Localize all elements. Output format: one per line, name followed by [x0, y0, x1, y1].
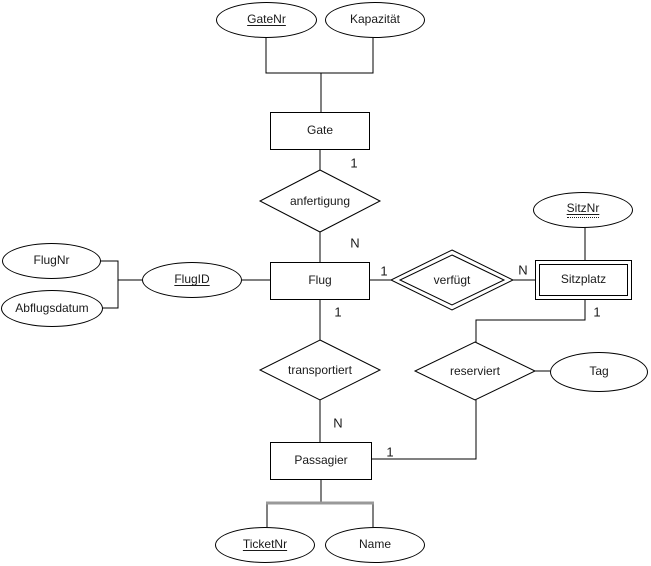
relationship-anfertigung-shape[interactable]: [258, 169, 382, 233]
connector-reserviert-passagier: [372, 400, 477, 460]
attribute-flugid[interactable]: FlugID: [142, 262, 242, 298]
attribute-name-label: Name: [358, 537, 391, 552]
relationship-transportiert-shape[interactable]: [258, 339, 382, 401]
cardinality-passagier-reserviert: 1: [386, 444, 394, 460]
entity-gate-label: Gate: [306, 123, 333, 138]
attribute-kapazitaet[interactable]: Kapazität: [325, 2, 425, 38]
connector-sitzplatz-reserviert: [475, 300, 586, 342]
cardinality-transportiert-passagier: N: [333, 415, 343, 431]
cardinality-flug-transportiert: 1: [334, 304, 342, 320]
attribute-gatenr-label: GateNr: [247, 12, 286, 27]
relationship-anfertigung-label: anfertigung: [289, 194, 351, 208]
entity-gate[interactable]: Gate: [270, 112, 370, 150]
entity-sitzplatz-inner-border: Sitzplatz: [539, 264, 628, 296]
attribute-gatenr[interactable]: GateNr: [216, 2, 317, 38]
attribute-ticketnr-label: TicketNr: [242, 537, 288, 552]
connector-flugnr-bracket: [100, 260, 119, 309]
connector-gate-attributes-bracket: [265, 38, 374, 74]
relationship-verfuegt-label: verfügt: [433, 273, 471, 287]
attribute-sitznr[interactable]: SitzNr: [533, 192, 633, 228]
relationship-transportiert-label: transportiert: [287, 363, 353, 377]
attribute-name[interactable]: Name: [325, 527, 425, 563]
cardinality-sitzplatz-reserviert: 1: [593, 304, 601, 320]
attribute-sitznr-label: SitzNr: [566, 202, 600, 218]
attribute-kapazitaet-label: Kapazität: [349, 12, 401, 27]
attribute-flugid-label: FlugID: [174, 272, 210, 287]
attribute-flugnr[interactable]: FlugNr: [2, 243, 101, 279]
entity-flug-label: Flug: [308, 273, 332, 288]
cardinality-flug-verfuegt: 1: [380, 263, 388, 279]
attribute-abflugsdatum[interactable]: Abflugsdatum: [1, 290, 103, 327]
attribute-tag[interactable]: Tag: [550, 352, 648, 392]
attribute-flugnr-label: FlugNr: [33, 253, 70, 268]
relationship-verfuegt-inner-shape: [398, 254, 506, 306]
entity-flug[interactable]: Flug: [270, 262, 370, 300]
cardinality-gate-anfertigung: 1: [350, 155, 358, 171]
relationship-reserviert-shape[interactable]: [413, 341, 537, 401]
entity-sitzplatz-label: Sitzplatz: [560, 272, 607, 287]
attribute-ticketnr[interactable]: TicketNr: [215, 527, 315, 563]
entity-sitzplatz[interactable]: Sitzplatz: [535, 260, 632, 300]
cardinality-verfuegt-sitzplatz: N: [518, 262, 528, 278]
attribute-tag-label: Tag: [589, 364, 609, 379]
attribute-abflugsdatum-label: Abflugsdatum: [15, 300, 89, 315]
relationship-reserviert-label: reserviert: [449, 364, 501, 378]
entity-passagier-label: Passagier: [294, 453, 348, 468]
cardinality-anfertigung-flug: N: [350, 235, 360, 251]
entity-passagier[interactable]: Passagier: [270, 442, 372, 480]
